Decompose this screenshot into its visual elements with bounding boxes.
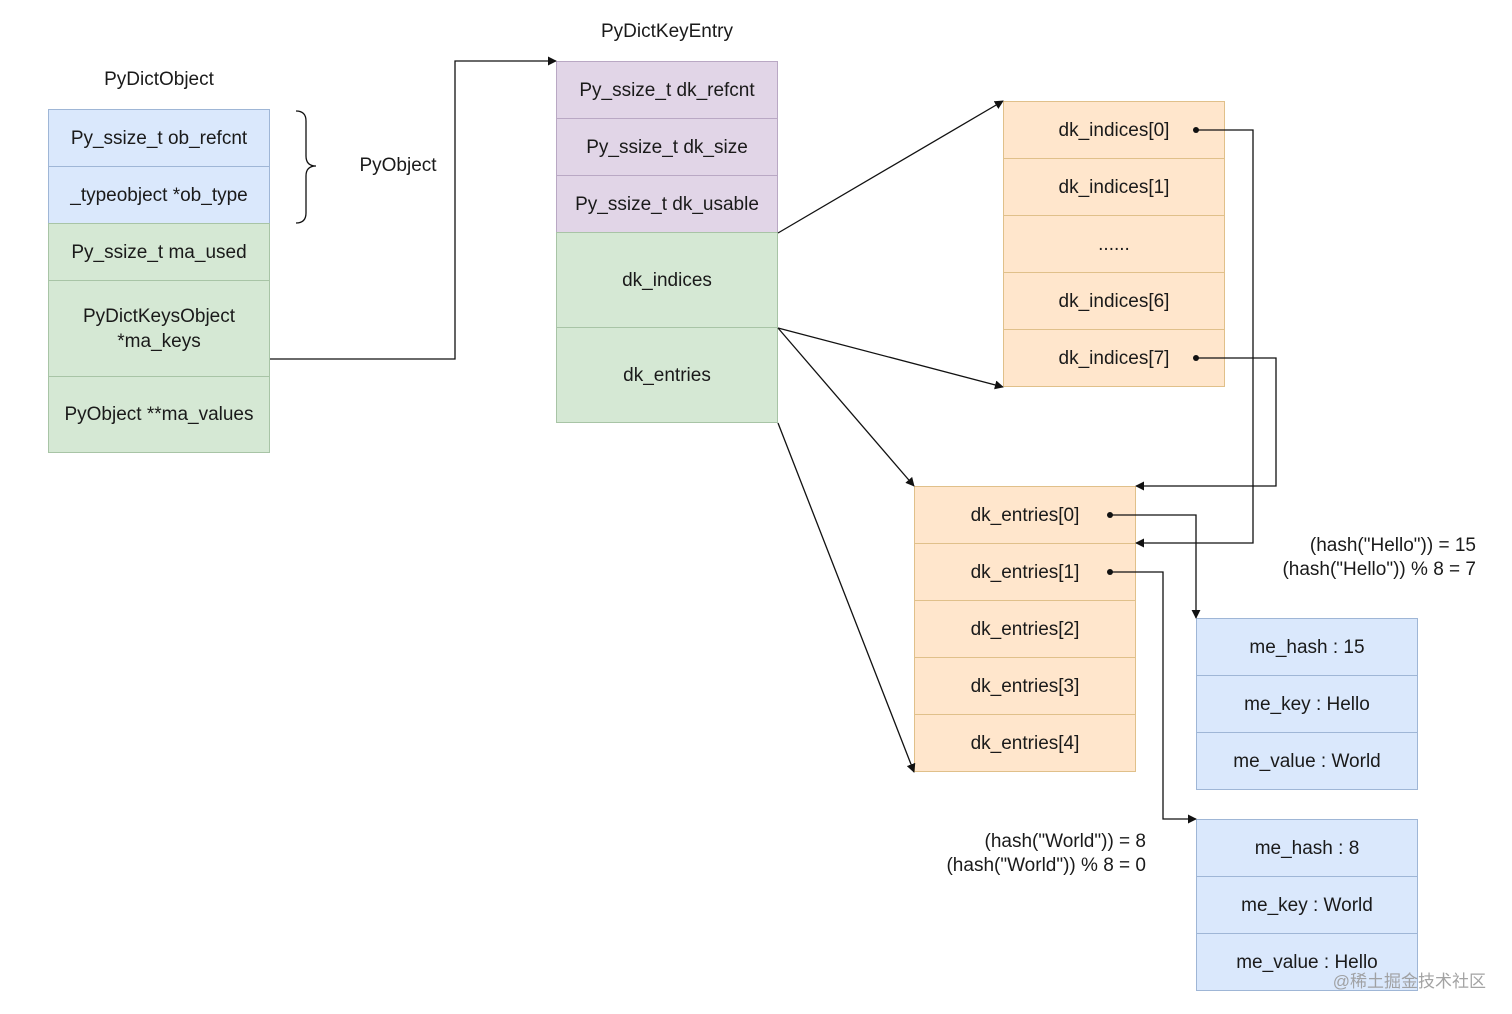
pydictkeyentry-title: PyDictKeyEntry [601,21,733,42]
pyobject-brace [295,110,317,224]
pydictobject-struct: Py_ssize_t ob_refcnt _typeobject *ob_typ… [48,109,270,453]
arrow-indices0-to-entries1 [1135,129,1254,548]
field-dk-size: Py_ssize_t dk_size [556,118,778,176]
dk-entries-2: dk_entries[2] [914,600,1136,658]
dk-indices-0: dk_indices[0] [1003,101,1225,159]
entry-world-value: me_value : Hello [1196,933,1418,991]
entry-world-hash: me_hash : 8 [1196,819,1418,877]
dk-entries-1: dk_entries[1] [914,543,1136,601]
field-ma-values: PyObject **ma_values [48,376,270,453]
note-hello-hash: (hash("Hello")) = 15 [1309,535,1476,556]
entry-hello-key: me_key : Hello [1196,675,1418,733]
dk-indices-ellipsis: ...... [1003,215,1225,273]
arrow-dk-indices-bottom [777,327,1004,390]
field-ob-refcnt: Py_ssize_t ob_refcnt [48,109,270,167]
dk-entries-4: dk_entries[4] [914,714,1136,772]
arrow-dk-entries-top [777,327,915,487]
pyobject-label: PyObject [359,155,437,176]
dk-indices-7: dk_indices[7] [1003,329,1225,387]
field-dk-refcnt: Py_ssize_t dk_refcnt [556,61,778,119]
arrow-dk-entries-bottom [777,422,916,773]
pydictobject-title: PyDictObject [104,69,214,90]
field-dk-entries: dk_entries [556,327,778,423]
note-hello-mod: (hash("Hello")) % 8 = 7 [1282,559,1476,580]
note-hello: (hash("Hello")) = 15 (hash("Hello")) % 8… [1282,534,1476,582]
dk-indices-array: dk_indices[0] dk_indices[1] ...... dk_in… [1003,101,1225,387]
note-world: (hash("World")) = 8 (hash("World")) % 8 … [946,830,1146,878]
note-world-hash: (hash("World")) = 8 [984,831,1147,852]
dot-indices-0 [1193,127,1199,133]
entry-hello-value: me_value : World [1196,732,1418,790]
arrow-entries1-to-world [1110,571,1197,824]
arrow-indices7-to-entries0 [1135,357,1277,491]
dot-entries-1 [1107,569,1113,575]
field-dk-usable: Py_ssize_t dk_usable [556,175,778,233]
dk-indices-1: dk_indices[1] [1003,158,1225,216]
field-ma-used: Py_ssize_t ma_used [48,223,270,281]
note-world-mod: (hash("World")) % 8 = 0 [946,855,1146,876]
arrow-entries0-to-hello [1110,514,1201,619]
dot-entries-0 [1107,512,1113,518]
entry-world: me_hash : 8 me_key : World me_value : He… [1196,819,1418,991]
entry-hello: me_hash : 15 me_key : Hello me_value : W… [1196,618,1418,790]
arrow-dk-indices-top [777,100,1004,234]
arrow-ma-keys [270,56,557,360]
watermark: @稀土掘金技术社区 [1332,972,1486,991]
dk-indices-6: dk_indices[6] [1003,272,1225,330]
dot-indices-7 [1193,355,1199,361]
pydictkeyentry-struct: Py_ssize_t dk_refcnt Py_ssize_t dk_size … [556,61,778,423]
field-ob-type: _typeobject *ob_type [48,166,270,224]
dk-entries-array: dk_entries[0] dk_entries[1] dk_entries[2… [914,486,1136,772]
dk-entries-3: dk_entries[3] [914,657,1136,715]
entry-world-key: me_key : World [1196,876,1418,934]
